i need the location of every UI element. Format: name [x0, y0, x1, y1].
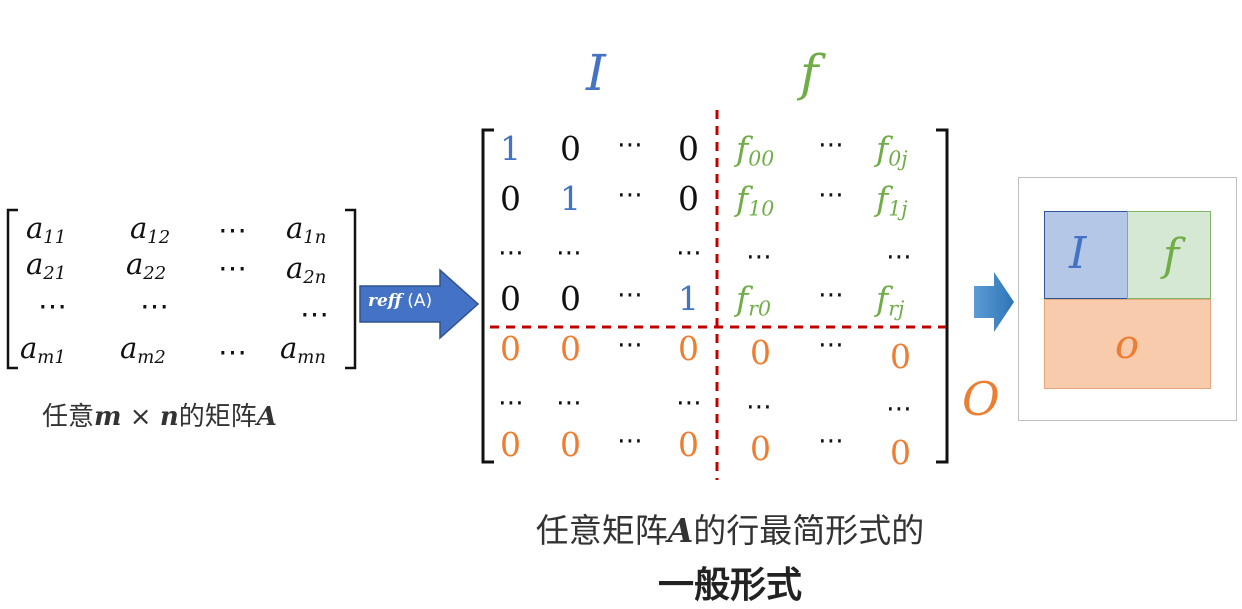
- rref-cell: 0: [560, 329, 581, 368]
- ellipsis: ⋯: [676, 388, 702, 418]
- ellipsis: ⋯: [498, 238, 524, 268]
- entry-a22: a22: [126, 247, 167, 285]
- ellipsis: ⋯: [617, 130, 643, 160]
- rref-cell: 0: [750, 429, 771, 468]
- entry-am2: am2: [120, 331, 166, 369]
- block-I-label: I: [1069, 228, 1087, 279]
- entry-amn: amn: [280, 331, 326, 369]
- rref-cell: 0: [500, 329, 521, 368]
- block-f-label: f: [1163, 230, 1180, 281]
- ellipsis: ⋯: [818, 130, 844, 160]
- ellipsis: ⋯: [617, 280, 643, 310]
- small-arrow-icon: [974, 272, 1014, 332]
- rref-cell: 0: [500, 179, 521, 218]
- label-I: I: [586, 44, 606, 102]
- rref-cell: f10: [736, 179, 775, 221]
- ellipsis: ⋯: [617, 330, 643, 360]
- ellipsis: ⋯: [140, 289, 169, 323]
- block-diagram: I f o: [1018, 177, 1237, 421]
- ellipsis: ⋯: [886, 242, 912, 272]
- bottom-caption-line1: 任意矩阵A的行最简形式的: [535, 511, 925, 550]
- block-f: [1127, 211, 1211, 299]
- rref-cell: 0: [890, 433, 911, 472]
- rref-cell: 0: [500, 279, 521, 318]
- rref-cell: 1: [560, 179, 581, 218]
- ellipsis: ⋯: [886, 394, 912, 424]
- rref-cell: 0: [560, 279, 581, 318]
- rref-cell: 0: [678, 425, 699, 464]
- ellipsis: ⋯: [746, 242, 772, 272]
- left-matrix: a11 a12 ⋯ a1n a21 a22 ⋯ a2n ⋯ ⋯ ⋯ am1 am…: [0, 0, 360, 440]
- ellipsis: ⋯: [556, 388, 582, 418]
- block-o-label: o: [1115, 322, 1140, 368]
- left-matrix-caption: 任意m × n的矩阵A: [42, 402, 277, 432]
- ellipsis: ⋯: [818, 330, 844, 360]
- entry-a21: a21: [26, 247, 67, 285]
- ellipsis: ⋯: [498, 388, 524, 418]
- rref-cell: 0: [890, 337, 911, 376]
- arrow-label: reff (A): [368, 291, 433, 311]
- ellipsis: ⋯: [676, 238, 702, 268]
- label-f: f: [800, 44, 819, 102]
- ellipsis: ⋯: [556, 238, 582, 268]
- rref-cell: fr0: [736, 279, 771, 321]
- ellipsis: ⋯: [818, 426, 844, 456]
- rref-cell: 1: [500, 129, 521, 168]
- rref-cell: 1: [678, 279, 699, 318]
- ellipsis: ⋯: [218, 335, 247, 369]
- ellipsis: ⋯: [746, 392, 772, 422]
- ellipsis: ⋯: [617, 180, 643, 210]
- entry-a2n: a2n: [286, 251, 327, 289]
- ellipsis: ⋯: [818, 180, 844, 210]
- ellipsis: ⋯: [38, 289, 67, 323]
- bottom-caption: 任意矩阵A的行最简形式的 一般形式: [480, 504, 980, 608]
- ellipsis: ⋯: [818, 280, 844, 310]
- entry-a12: a12: [130, 211, 171, 249]
- left-matrix-brackets: [6, 208, 357, 370]
- rref-cell: 0: [678, 129, 699, 168]
- block-o: [1044, 299, 1211, 389]
- rref-cell: 0: [678, 329, 699, 368]
- bottom-caption-line2: 一般形式: [657, 565, 802, 606]
- ellipsis: ⋯: [218, 213, 247, 247]
- entry-a1n: a1n: [286, 211, 327, 249]
- ellipsis: ⋯: [300, 297, 329, 331]
- ellipsis: ⋯: [617, 426, 643, 456]
- rref-cell: 0: [678, 179, 699, 218]
- rref-cell: 0: [560, 129, 581, 168]
- rref-cell: f1j: [876, 179, 908, 221]
- entry-a11: a11: [26, 211, 67, 249]
- ellipsis: ⋯: [218, 251, 247, 285]
- label-O: O: [962, 372, 1000, 426]
- block-I: [1044, 211, 1128, 299]
- rref-cell: frj: [876, 279, 905, 321]
- arrow-shape: [359, 268, 480, 340]
- rref-cell: f00: [736, 129, 775, 171]
- rref-cell: f0j: [876, 129, 908, 171]
- entry-am1: am1: [20, 331, 66, 369]
- reff-arrow: reff (A): [358, 268, 482, 340]
- rref-cell: 0: [560, 425, 581, 464]
- rref-cell: 0: [500, 425, 521, 464]
- rref-cell: 0: [750, 333, 771, 372]
